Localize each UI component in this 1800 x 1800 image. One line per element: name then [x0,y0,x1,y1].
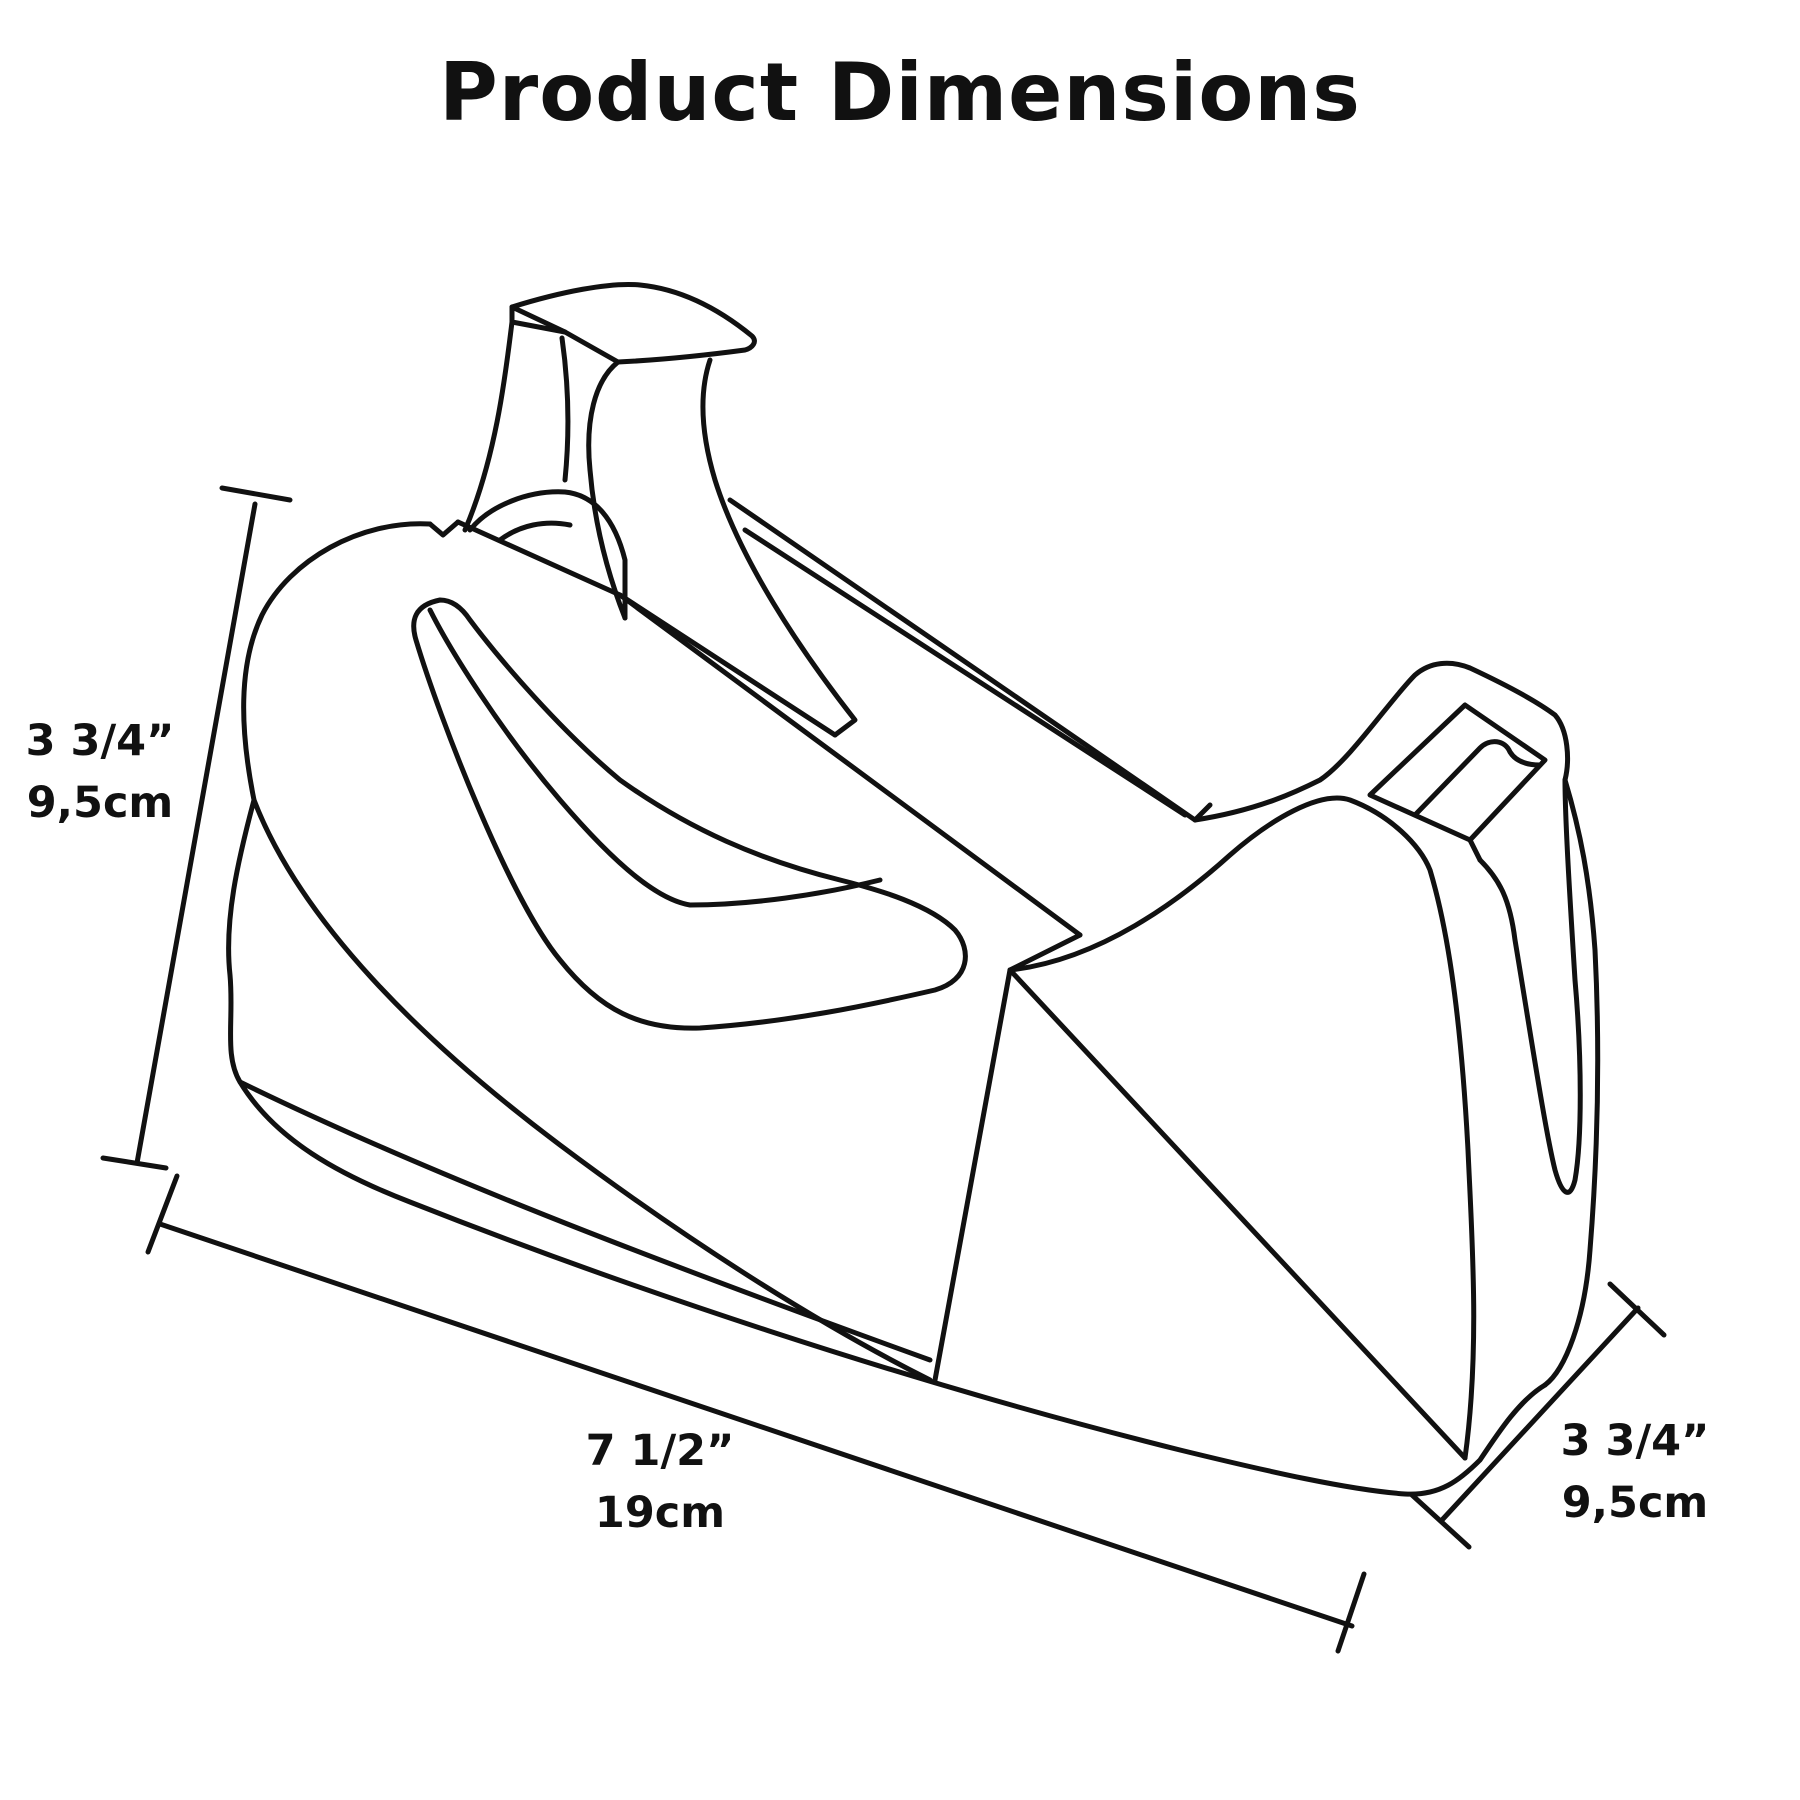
tape-spindle-post [462,282,858,738]
height-metric: 9,5cm [26,778,174,828]
page-title: Product Dimensions [439,46,1361,139]
depth-dimension-label: 3 3/4” 9,5cm [1530,1410,1740,1534]
length-dimension-label: 7 1/2” 19cm [560,1420,760,1544]
depth-metric: 9,5cm [1561,1478,1709,1528]
height-dimension-label: 3 3/4” 9,5cm [10,710,190,834]
length-imperial: 7 1/2” [585,1426,735,1476]
length-dimension-line [145,1173,1367,1654]
height-imperial: 3 3/4” [25,716,175,766]
height-dimension-line [100,485,293,1171]
depth-imperial: 3 3/4” [1560,1416,1710,1466]
tape-dispenser-body [226,497,1601,1497]
length-metric: 19cm [594,1488,726,1538]
depth-dimension-line [1409,1281,1667,1550]
